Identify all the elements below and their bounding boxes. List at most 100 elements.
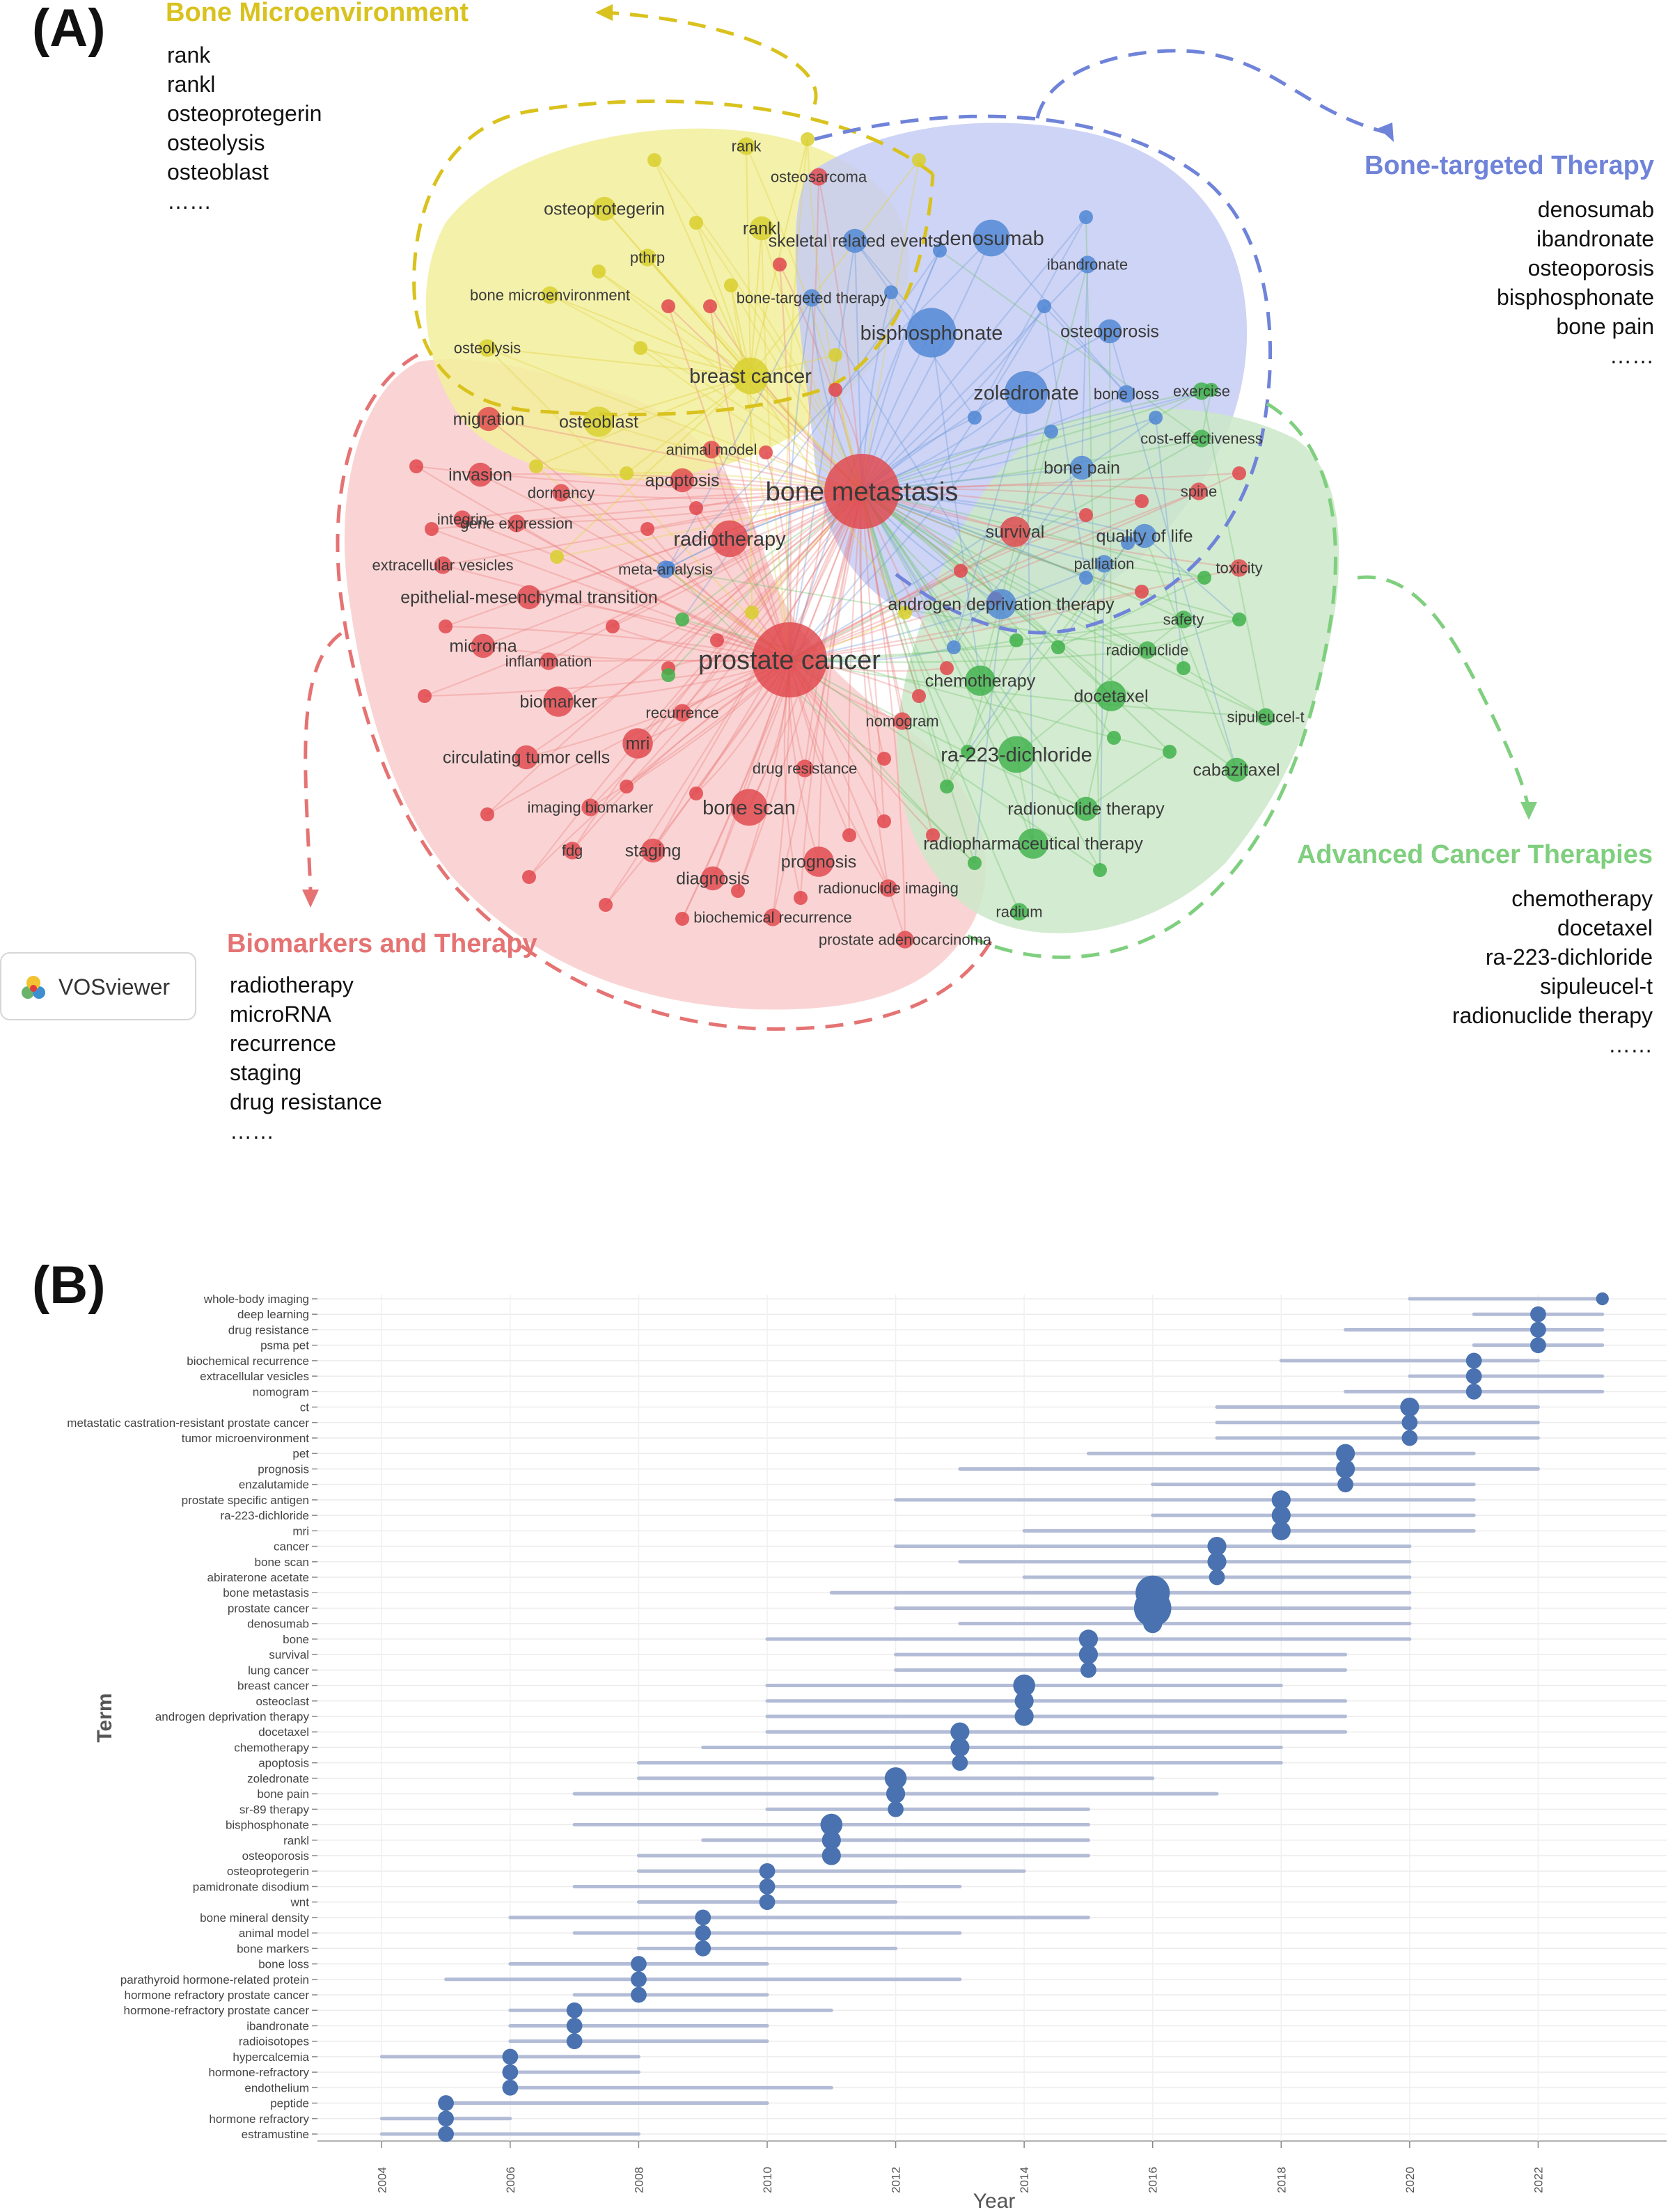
network-edge	[695, 222, 863, 492]
network-edge	[640, 347, 751, 377]
vosviewer-logo-icon	[22, 976, 45, 999]
network-node-minor	[933, 244, 947, 258]
term-label: ct	[300, 1401, 310, 1414]
term-label: abiraterone acetate	[207, 1571, 310, 1584]
network-node	[673, 704, 691, 722]
term-point	[438, 2126, 454, 2142]
network-edge	[1016, 619, 1184, 641]
cluster-item: ibandronate	[1536, 226, 1654, 251]
network-node-minor	[842, 828, 856, 842]
network-edge	[487, 491, 863, 815]
network-nodes	[409, 132, 1275, 949]
term-point	[1209, 1569, 1225, 1586]
x-tick-label: 2014	[1018, 2167, 1031, 2193]
network-edge	[861, 491, 1112, 697]
network-node-label: prostate cancer	[698, 646, 881, 675]
cluster-legend-blue: Bone-targeted Therapy denosumab ibandron…	[1365, 151, 1654, 368]
network-edge	[861, 437, 1202, 493]
network-edge	[626, 491, 863, 787]
network-node	[1018, 828, 1048, 859]
network-node-minor	[1121, 536, 1135, 550]
network-edge	[861, 491, 1237, 771]
cluster-item: microRNA	[230, 1002, 331, 1027]
network-edge	[548, 491, 863, 662]
network-edge	[424, 491, 863, 697]
term-label: sr-89 therapy	[239, 1803, 310, 1816]
network-node	[656, 560, 675, 578]
term-point	[1401, 1414, 1418, 1431]
arrow-red	[304, 631, 343, 892]
network-edge	[598, 271, 863, 492]
network-edge	[789, 306, 1045, 661]
cluster-hull-red	[344, 358, 986, 1010]
term-label: bone loss	[258, 1958, 309, 1971]
network-edge	[789, 392, 1027, 661]
term-point	[502, 2079, 519, 2096]
network-node-label: pthrp	[630, 248, 665, 266]
network-edge	[946, 640, 1017, 787]
network-edge	[626, 375, 751, 474]
term-label: tumor microenvironment	[182, 1432, 310, 1445]
network-edge	[860, 491, 1021, 913]
network-edge	[416, 466, 790, 661]
term-point	[502, 2048, 519, 2065]
network-edge	[654, 159, 863, 492]
term-label: estramustine	[242, 2128, 309, 2141]
network-edge	[859, 491, 886, 759]
network-edge	[861, 490, 1129, 544]
term-point	[1465, 1383, 1482, 1400]
term-point	[884, 1767, 907, 1790]
network-node-label: staging	[625, 842, 682, 861]
network-node-label: zoledronate	[973, 382, 1079, 404]
term-point	[759, 1863, 776, 1879]
network-edge	[462, 490, 863, 521]
network-edge	[931, 332, 981, 681]
network-node	[543, 686, 574, 717]
network-node-minor	[1177, 661, 1190, 675]
network-node	[583, 406, 614, 437]
network-node-label: cost-effectiveness	[1140, 429, 1263, 447]
network-edge	[487, 347, 863, 493]
network-node-label: cabazitaxel	[1193, 761, 1280, 780]
network-node-minor	[599, 898, 613, 912]
network-node-label: dormancy	[528, 484, 595, 501]
network-node-label: gene expression	[460, 514, 572, 532]
cluster-item: sipuleucel-t	[1540, 974, 1653, 999]
network-node	[640, 838, 666, 863]
term-point	[1465, 1368, 1482, 1384]
network-edge	[788, 176, 820, 661]
network-edge	[861, 491, 1087, 809]
term-label: cancer	[274, 1540, 309, 1554]
network-edge	[861, 491, 1017, 755]
network-node-minor	[898, 606, 912, 619]
network-node-label: rank	[732, 137, 762, 155]
term-label: whole-body imaging	[203, 1293, 309, 1306]
network-node-minor	[828, 383, 842, 397]
network-node-label: sipuleucel-t	[1227, 708, 1304, 725]
network-edge	[746, 145, 751, 377]
network-node-minor	[968, 856, 982, 870]
network-node-label: extracellular vesicles	[372, 556, 514, 574]
network-edge	[535, 465, 863, 493]
network-node	[1005, 371, 1048, 414]
network-node-minor	[661, 668, 675, 682]
cluster-legends: Bone Microenvironment rank rankl osteopr…	[166, 0, 1654, 1144]
network-edge	[431, 528, 790, 661]
network-edge	[789, 514, 1087, 661]
term-label: hormone-refractory	[208, 2066, 309, 2079]
network-edge	[1085, 216, 1101, 871]
network-node	[541, 286, 559, 304]
term-label: psma pet	[260, 1339, 309, 1352]
x-tick-label: 2012	[890, 2167, 903, 2193]
cluster-item: staging	[230, 1060, 301, 1085]
network-edge	[750, 159, 920, 377]
network-edge	[861, 390, 1202, 493]
term-label: docetaxel	[258, 1725, 309, 1739]
network-edge	[946, 542, 1129, 787]
network-node	[1193, 382, 1211, 400]
network-node-label: microrna	[449, 637, 517, 656]
network-node	[998, 736, 1035, 773]
network-node-minor	[1093, 863, 1107, 877]
network-node-minor	[940, 780, 954, 793]
network-node-minor	[877, 752, 891, 766]
